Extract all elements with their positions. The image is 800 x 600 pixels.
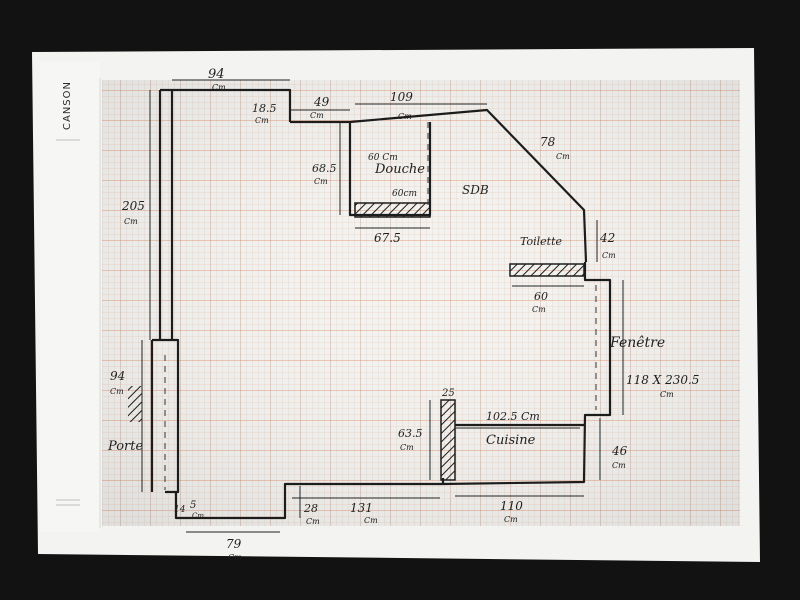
dim-right-42: 42	[599, 231, 615, 245]
dim-toilet-60: 60	[534, 290, 548, 303]
label-cuisine: Cuisine	[486, 433, 536, 448]
dim-seg-49-unit: Cm	[310, 111, 324, 120]
dim-kitchen-635: 63.5	[398, 427, 423, 440]
dim-left-205-unit: Cm	[124, 217, 138, 226]
dim-right-42-unit: Cm	[602, 251, 616, 260]
door-hinge-hatch	[128, 386, 142, 422]
dim-top-width: 94	[208, 67, 225, 82]
dim-shower-width: 67.5	[374, 231, 401, 245]
brand-name: CANSON	[62, 81, 73, 130]
canson-logo: CANSON	[62, 81, 73, 130]
dim-right-46-unit: Cm	[612, 461, 626, 470]
dim-kitchen-1025: 102.5 Cm	[486, 410, 540, 423]
dim-bottom-110-unit: Cm	[504, 515, 518, 524]
dim-top-unit: Cm	[212, 83, 226, 92]
dim-kitchen-25: 25	[441, 388, 455, 399]
label-douche-top: 60 Cm	[368, 153, 398, 163]
dim-window: 118 X 230.5	[626, 373, 699, 387]
dim-bottom-131-unit: Cm	[364, 516, 378, 525]
dim-kitchen-635-unit: Cm	[400, 443, 414, 452]
dim-bottom-28: 28	[303, 502, 318, 515]
dim-porte-94-unit: Cm	[110, 387, 124, 396]
dim-bottom-28-unit: Cm	[306, 517, 320, 526]
dim-shower-depth-unit: Cm	[314, 177, 328, 186]
dim-toilet-60-unit: Cm	[532, 305, 546, 314]
dim-window-unit: Cm	[660, 390, 674, 399]
toilet-block	[509, 263, 585, 277]
label-fenetre: Fenêtre	[609, 335, 665, 351]
dim-step-height: 18.5	[252, 102, 277, 115]
label-sdb: SDB	[462, 183, 489, 197]
dim-step-unit: Cm	[255, 116, 269, 125]
dim-seg-49: 49	[313, 95, 330, 109]
dimension-labels: 94 Cm 18.5 Cm 49 Cm 109 Cm 78 Cm 205 Cm …	[110, 67, 699, 562]
dim-right-46: 46	[611, 444, 628, 458]
label-douche-bottom: 60cm	[392, 189, 417, 199]
dim-left-205: 205	[121, 199, 145, 213]
label-porte: Porte	[107, 439, 143, 454]
paper-margin	[40, 62, 100, 532]
dim-bottom-14: 14	[174, 505, 186, 515]
dim-bottom-110: 110	[500, 499, 523, 513]
label-douche: Douche	[374, 162, 425, 177]
floor-plan	[150, 88, 612, 520]
dim-seg-109-unit: Cm	[398, 112, 412, 121]
dim-shower-depth: 68.5	[312, 162, 337, 175]
dim-bottom-131: 131	[350, 501, 373, 515]
dim-diag-78: 78	[540, 135, 556, 149]
shower-tray	[354, 202, 431, 218]
dim-diag-78-unit: Cm	[556, 152, 570, 161]
dim-bottom-5: 5	[190, 500, 196, 511]
dim-bottom-79: 79	[226, 537, 242, 551]
dim-bottom-5-unit: Cm	[192, 512, 204, 520]
kitchen-column	[440, 399, 456, 481]
dim-porte-94: 94	[110, 369, 125, 383]
dim-bottom-79-unit: Cm	[228, 553, 242, 562]
room-labels: 60 Cm Douche 60cm SDB Toilette Fenêtre P…	[107, 153, 665, 454]
dim-seg-109: 109	[390, 90, 413, 104]
label-toilette: Toilette	[520, 235, 562, 248]
